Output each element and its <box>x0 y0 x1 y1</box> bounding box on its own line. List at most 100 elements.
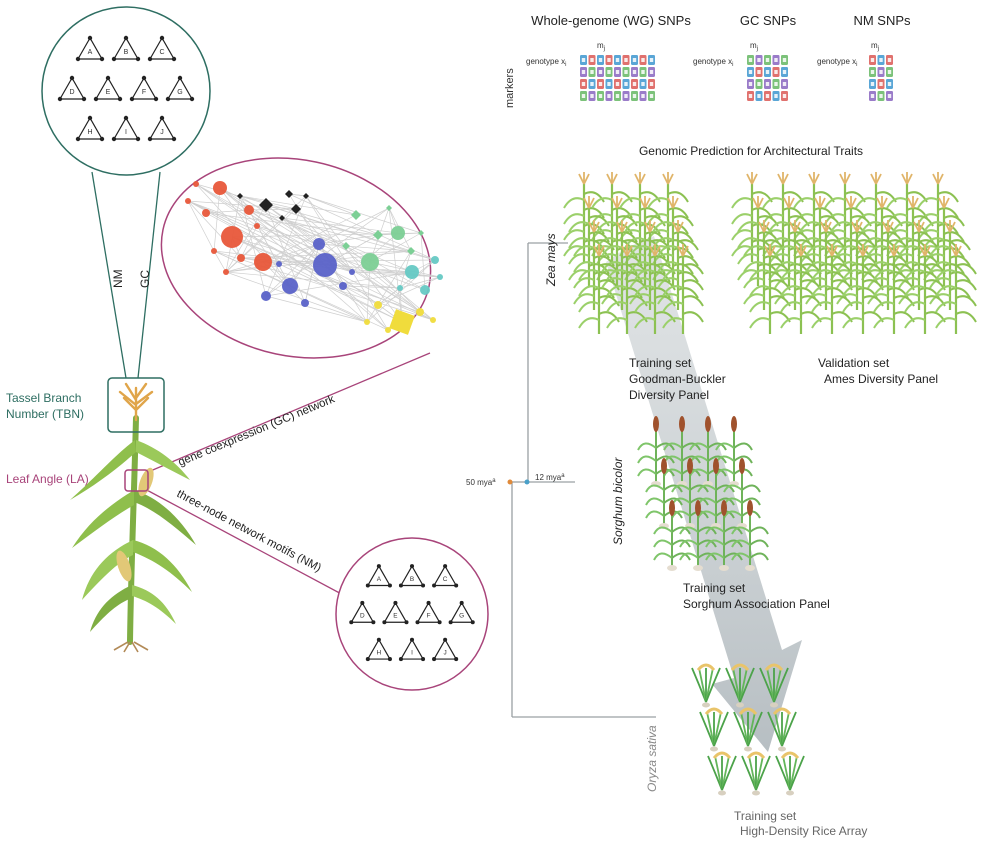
network-node-red <box>223 269 229 275</box>
maize-leaf <box>949 255 971 267</box>
motif-triangle <box>449 601 474 623</box>
rice-root <box>718 790 726 796</box>
sorghum-bicolor-label: Sorghum bicolor <box>611 457 625 545</box>
motif-node <box>153 96 159 102</box>
maize-leaf <box>657 245 679 257</box>
network-edge <box>225 271 368 323</box>
snp-marker-glyph <box>774 82 778 86</box>
sorghum-leaf <box>715 484 735 493</box>
sorghum-leaf <box>749 539 769 548</box>
maize-leaf <box>593 255 615 267</box>
snp-marker-glyph <box>615 94 620 98</box>
motif-node <box>432 657 437 662</box>
sorghum-leaf <box>715 442 735 451</box>
markers-axis-label: markers <box>504 68 516 108</box>
motif-letter: C <box>443 576 448 583</box>
maize-leaf <box>943 231 965 243</box>
maize-leaf <box>805 293 827 305</box>
maize-leaf <box>935 269 957 281</box>
motif-node <box>365 583 370 588</box>
maize-leaf <box>634 269 656 281</box>
maize-leaf <box>611 191 633 203</box>
motif-node <box>123 35 129 41</box>
maize-tassel <box>583 196 595 209</box>
rice-panicle <box>772 707 792 715</box>
motif-letter: H <box>377 649 382 656</box>
sorghum-leaf <box>681 455 701 464</box>
snp-marker-glyph <box>748 70 753 74</box>
maize-tassel <box>808 172 820 185</box>
sorghum-leaf <box>645 484 665 493</box>
snp-marker-glyph <box>581 58 586 62</box>
maize-leaf <box>842 269 864 281</box>
snp-marker-glyph <box>632 70 637 74</box>
wg-genotype-label: genotype xi <box>526 57 566 68</box>
snp-marker-glyph <box>598 82 603 86</box>
maize-leaf <box>836 261 858 273</box>
maize-leaf <box>749 301 771 313</box>
motif-node <box>69 75 75 81</box>
maize-tassel <box>672 220 684 233</box>
zea-mays-label: Zea mays <box>544 233 558 287</box>
maize-tassel <box>621 244 633 257</box>
motif-node <box>135 136 141 142</box>
network-edge <box>213 250 434 321</box>
sorghum-leaf <box>671 484 691 493</box>
maize-tassel <box>913 220 925 233</box>
network-node-green <box>391 226 405 240</box>
network-node-blue <box>282 278 298 294</box>
motif-node <box>123 115 129 121</box>
sorghum-leaf <box>655 442 675 451</box>
maize-validation-label-1: Validation set <box>818 356 890 370</box>
maize-leaf <box>731 229 753 241</box>
sorghum-leaf <box>653 539 673 548</box>
maize-leaf <box>743 261 765 273</box>
maize-leaf <box>780 269 802 281</box>
maize-leaf <box>598 263 620 275</box>
network-node-yellow <box>374 301 382 309</box>
maize-leaf <box>811 269 833 281</box>
motif-letter: E <box>393 613 398 620</box>
snp-marker-glyph <box>649 70 654 74</box>
network-edge <box>231 232 422 238</box>
rice-blade <box>773 667 789 703</box>
node-12-mya <box>524 479 530 485</box>
snp-marker-glyph <box>887 58 892 62</box>
network-node-red <box>193 181 199 187</box>
maize-leaf <box>654 263 676 275</box>
maize-tassel <box>857 244 869 257</box>
maize-tassel <box>634 172 646 185</box>
sorghum-leaf <box>689 484 709 493</box>
maize-tassel <box>876 196 888 209</box>
motif-node <box>393 600 398 605</box>
maize-leaf <box>873 285 895 297</box>
maize-leaf <box>619 197 641 209</box>
maize-leaf <box>583 223 605 235</box>
maize-leaf <box>743 293 765 305</box>
motif-triangle <box>433 638 458 660</box>
maize-leaf <box>923 221 945 233</box>
tbn-label-line1: Tassel Branch <box>6 391 81 405</box>
network-node-black <box>285 190 293 198</box>
sorghum-leaf <box>731 552 751 561</box>
maize-leaf <box>616 215 638 227</box>
maize-leaf <box>867 293 889 305</box>
maize-leaf <box>929 261 951 273</box>
snp-marker-glyph <box>581 94 586 98</box>
network-node-teal <box>397 285 403 291</box>
network-node-green <box>407 247 415 255</box>
snp-marker-glyph <box>887 94 892 98</box>
maize-leaf <box>662 285 684 297</box>
maize-leaf <box>578 301 600 313</box>
network-node-blue <box>349 269 355 275</box>
maize-leaf <box>886 197 908 209</box>
maize-leaf <box>737 237 759 249</box>
maize-leaf <box>624 221 646 233</box>
motif-letter: G <box>459 613 464 620</box>
snp-marker-glyph <box>598 94 603 98</box>
network-edge <box>345 245 434 321</box>
maize-leaf <box>606 285 628 297</box>
sorghum-leaf <box>679 526 699 535</box>
sorghum-panicle <box>747 500 753 516</box>
network-node-black <box>303 193 309 199</box>
